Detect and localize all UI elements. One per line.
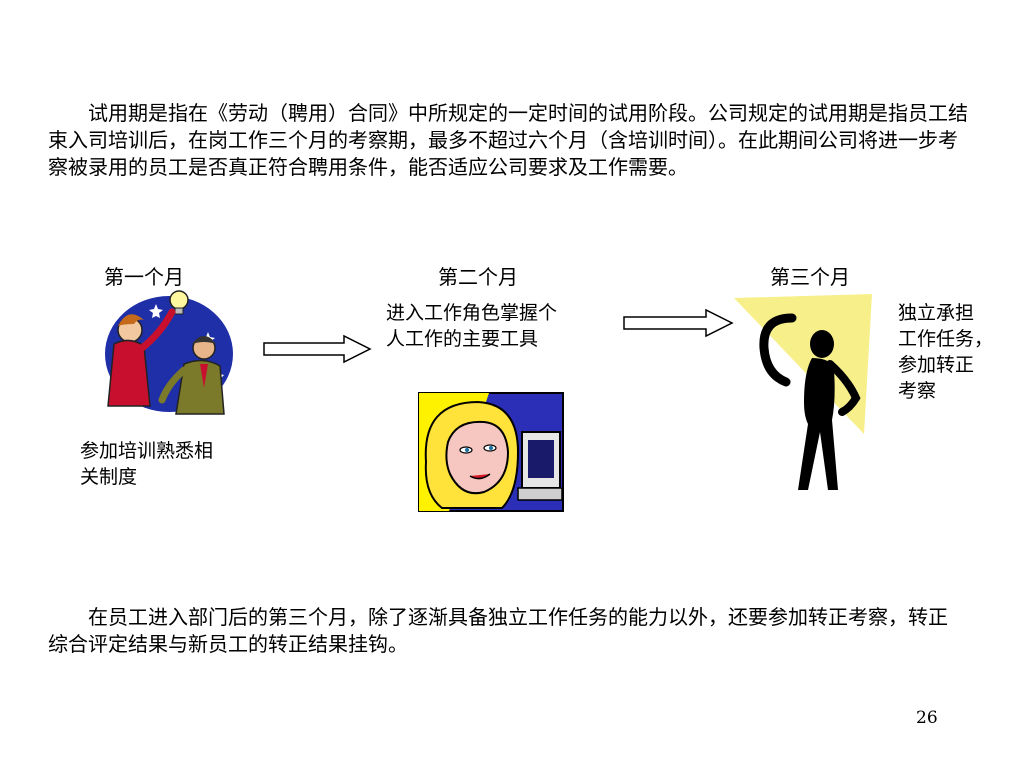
page-number: 26 (916, 708, 938, 728)
stage-1-desc: 参加培训熟悉相 关制度 (80, 440, 214, 488)
lightbulb-icon (169, 290, 189, 315)
stage-2-month: 第二个月 (438, 265, 518, 289)
arrow-right-icon (263, 334, 372, 364)
stage-3-desc: 独立承担 工作任务， 参加转正 考察 (898, 302, 994, 402)
spotlight-figure-clipart (734, 294, 872, 490)
stage-1-month: 第一个月 (104, 265, 184, 289)
arrow-right-icon (623, 308, 734, 338)
woman-computer-clipart (418, 392, 564, 512)
intro-paragraph: 试用期是指在《劳动（聘用）合同》中所规定的一定时间的试用阶段。公司规定的试用期是… (48, 101, 968, 179)
outro-paragraph: 在员工进入部门后的第三个月，除了逐渐具备独立工作任务的能力以外，还要参加转正考察… (48, 605, 948, 656)
stage-2-desc: 进入工作角色掌握个 人工作的主要工具 (386, 302, 558, 350)
training-people-clipart (105, 290, 233, 415)
stage-3-month: 第三个月 (770, 265, 850, 289)
